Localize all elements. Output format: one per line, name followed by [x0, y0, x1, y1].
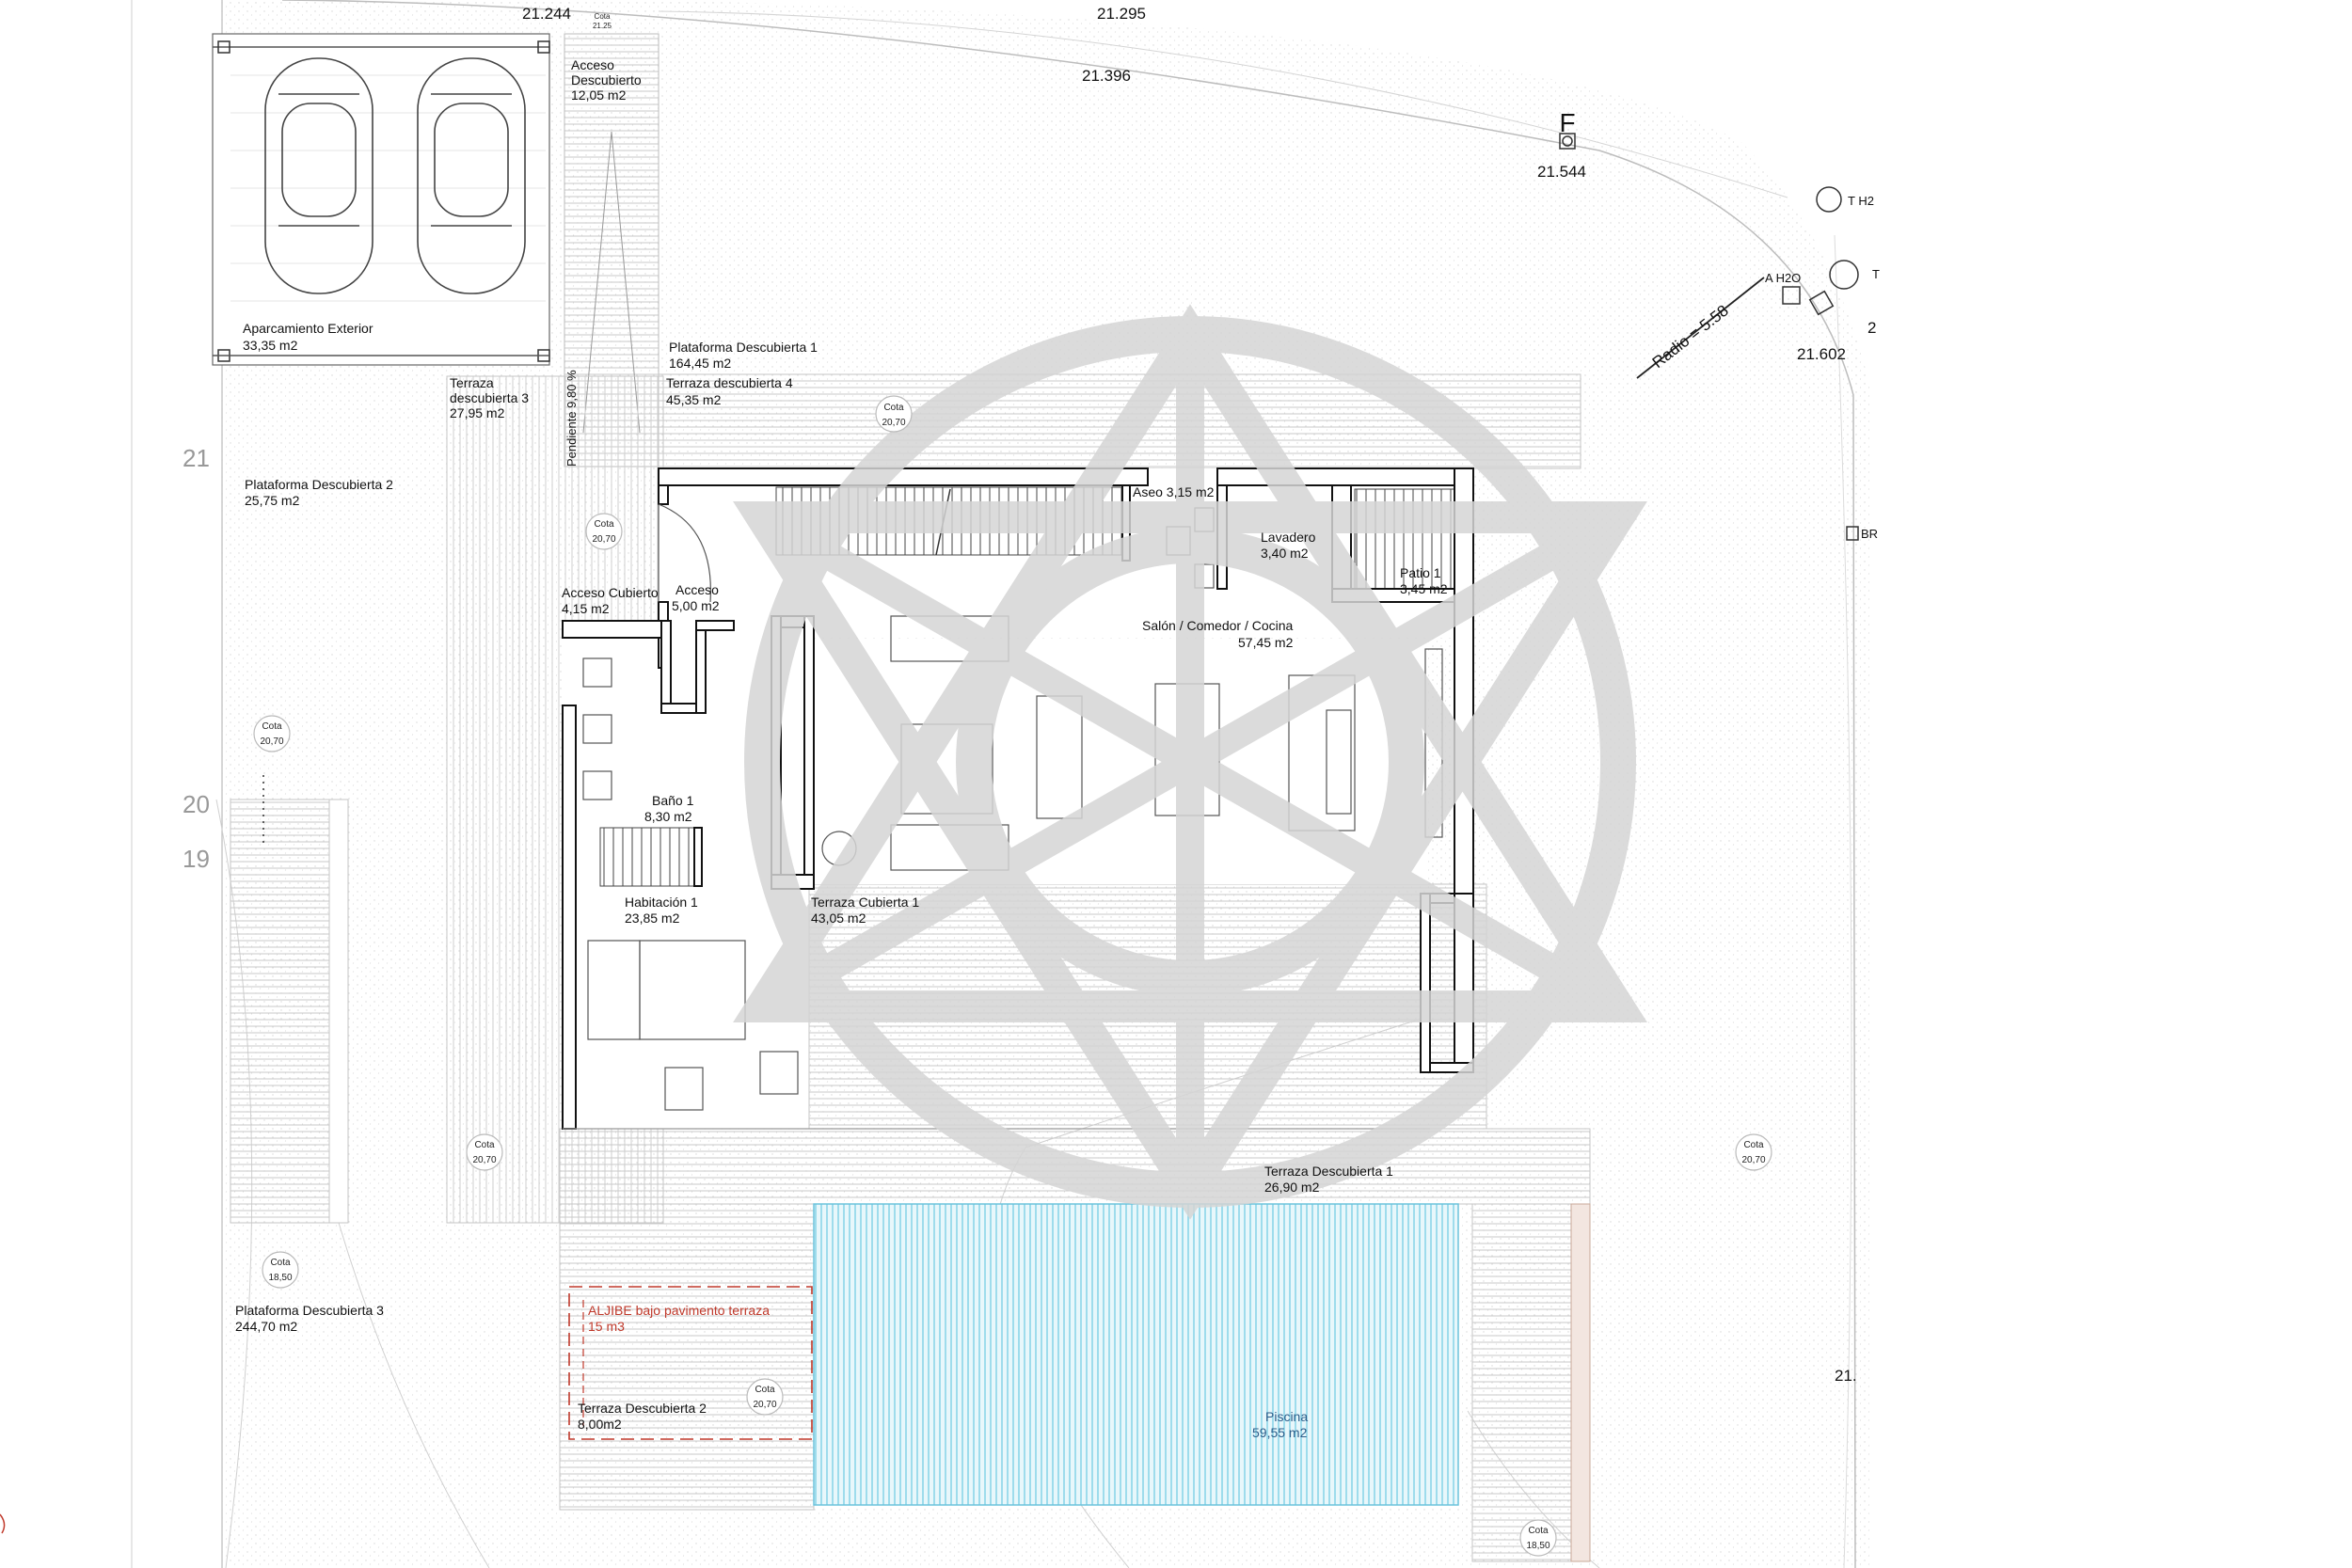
- cistern-label: ALJIBE bajo pavimento terraza: [588, 1303, 770, 1318]
- watermark-logo: [733, 304, 1647, 1220]
- service-labels: T H2 A H2O BR T: [1765, 194, 1880, 541]
- cota-word: Cota: [262, 721, 282, 732]
- terrace-1-area: 26,90 m2: [1264, 1180, 1320, 1195]
- platform-3-area: 244,70 m2: [235, 1319, 297, 1334]
- laundry-label: Lavadero: [1261, 530, 1316, 545]
- covered-terrace-area: 43,05 m2: [811, 911, 866, 926]
- cota-value: 18,50: [268, 1273, 292, 1283]
- platform-2-area: 25,75 m2: [245, 493, 300, 508]
- slope-label: Pendiente 9,80 %: [564, 370, 579, 467]
- elevation-label: 21.544: [1537, 163, 1586, 181]
- living-room-area: 57,45 m2: [1238, 635, 1294, 650]
- access-label: Acceso: [675, 582, 719, 597]
- pool-area: 59,55 m2: [1252, 1425, 1308, 1440]
- service-label: T: [1872, 267, 1880, 281]
- north-mark-fragment: [0, 1513, 6, 1534]
- contour-label: 19: [183, 845, 210, 873]
- cota-value: 21.25: [593, 22, 612, 30]
- access-open-label: Acceso: [571, 57, 614, 72]
- elevation-label: 21.602: [1797, 345, 1846, 363]
- access-area: 5,00 m2: [672, 598, 720, 613]
- cota-value: 20,70: [753, 1400, 776, 1410]
- elevation-label: 21.396: [1082, 67, 1131, 85]
- elevation-label: 2: [1867, 319, 1876, 337]
- cistern-outline: [568, 1286, 813, 1440]
- plot-markers: [262, 133, 1859, 847]
- service-label: BR: [1861, 527, 1878, 541]
- terrace-2-area: 8,00m2: [578, 1417, 622, 1432]
- patio-label: Patio 1: [1400, 565, 1441, 580]
- cistern-volume: 15 m3: [588, 1319, 625, 1334]
- patio-area: 3,45 m2: [1400, 581, 1448, 596]
- cota-word: Cota: [1743, 1140, 1764, 1150]
- cota-word: Cota: [595, 12, 611, 21]
- cota-labels: Cota 20,70 Cota 20,70 Cota 20,70 Cota 20…: [260, 12, 1765, 1551]
- bedroom-label: Habitación 1: [625, 895, 698, 910]
- cota-value: 18,50: [1526, 1541, 1549, 1551]
- laundry-area: 3,40 m2: [1261, 546, 1309, 561]
- cota-value: 20,70: [472, 1155, 496, 1165]
- cota-markers: [253, 395, 1772, 1557]
- terrace-2-label: Terraza Descubierta 2: [578, 1401, 707, 1416]
- platform-1-area: 164,45 m2: [669, 356, 731, 371]
- elevation-label: 21.295: [1097, 5, 1146, 23]
- parking-label: Aparcamiento Exterior: [243, 321, 373, 336]
- cota-word: Cota: [1528, 1526, 1549, 1536]
- cota-value: 20,70: [882, 418, 905, 428]
- platform-1-label: Plataforma Descubierta 1: [669, 340, 818, 355]
- swimming-pool: [813, 1203, 1459, 1506]
- service-label: T H2: [1848, 194, 1874, 208]
- terrace-4-area: 45,35 m2: [666, 392, 722, 407]
- terrace-3-area: 27,95 m2: [450, 405, 505, 420]
- cota-word: Cota: [594, 519, 614, 530]
- cota-value: 20,70: [1741, 1155, 1765, 1165]
- contour-labels: 21 20 19: [183, 444, 210, 873]
- covered-access-area: 4,15 m2: [562, 601, 610, 616]
- marker-f: F: [1559, 108, 1575, 137]
- living-room-label: Salón / Comedor / Cocina: [1142, 618, 1294, 633]
- bathroom-label: Baño 1: [652, 793, 694, 808]
- bathroom-area: 8,30 m2: [644, 809, 692, 824]
- cota-value: 20,70: [260, 736, 283, 747]
- terrace-3-label: Terraza: [450, 375, 494, 390]
- terrace-1-label: Terraza Descubierta 1: [1264, 1164, 1393, 1179]
- elevation-label: 21.244: [522, 5, 571, 23]
- contour-label: 20: [183, 790, 210, 818]
- access-open-area: 12,05 m2: [571, 87, 627, 103]
- platform-2-label: Plataforma Descubierta 2: [245, 477, 393, 492]
- terrace-3-label: descubierta 3: [450, 390, 529, 405]
- covered-terrace-label: Terraza Cubierta 1: [811, 895, 919, 910]
- terrace-4-label: Terraza descubierta 4: [666, 375, 793, 390]
- pool-label: Piscina: [1265, 1409, 1308, 1424]
- bedroom-area: 23,85 m2: [625, 911, 680, 926]
- platform-3-label: Plataforma Descubierta 3: [235, 1303, 384, 1318]
- parking-area: [212, 33, 550, 366]
- elevation-label: 21.: [1835, 1367, 1857, 1385]
- cota-word: Cota: [883, 403, 904, 413]
- room-labels: Aparcamiento Exterior 33,35 m2 Acceso De…: [235, 57, 1448, 1440]
- parking-area-value: 33,35 m2: [243, 338, 298, 353]
- car-icon: [264, 57, 373, 294]
- covered-access-label: Acceso Cubierto: [562, 585, 659, 600]
- cota-value: 20,70: [592, 534, 615, 545]
- car-icon: [417, 57, 526, 294]
- service-label: A H2O: [1765, 271, 1801, 285]
- contour-label: 21: [183, 444, 210, 472]
- cota-word: Cota: [270, 1258, 291, 1268]
- cota-word: Cota: [755, 1385, 775, 1395]
- cota-word: Cota: [474, 1140, 495, 1150]
- toilet-label: Aseo 3,15 m2: [1133, 484, 1215, 499]
- access-open-label: Descubierto: [571, 72, 642, 87]
